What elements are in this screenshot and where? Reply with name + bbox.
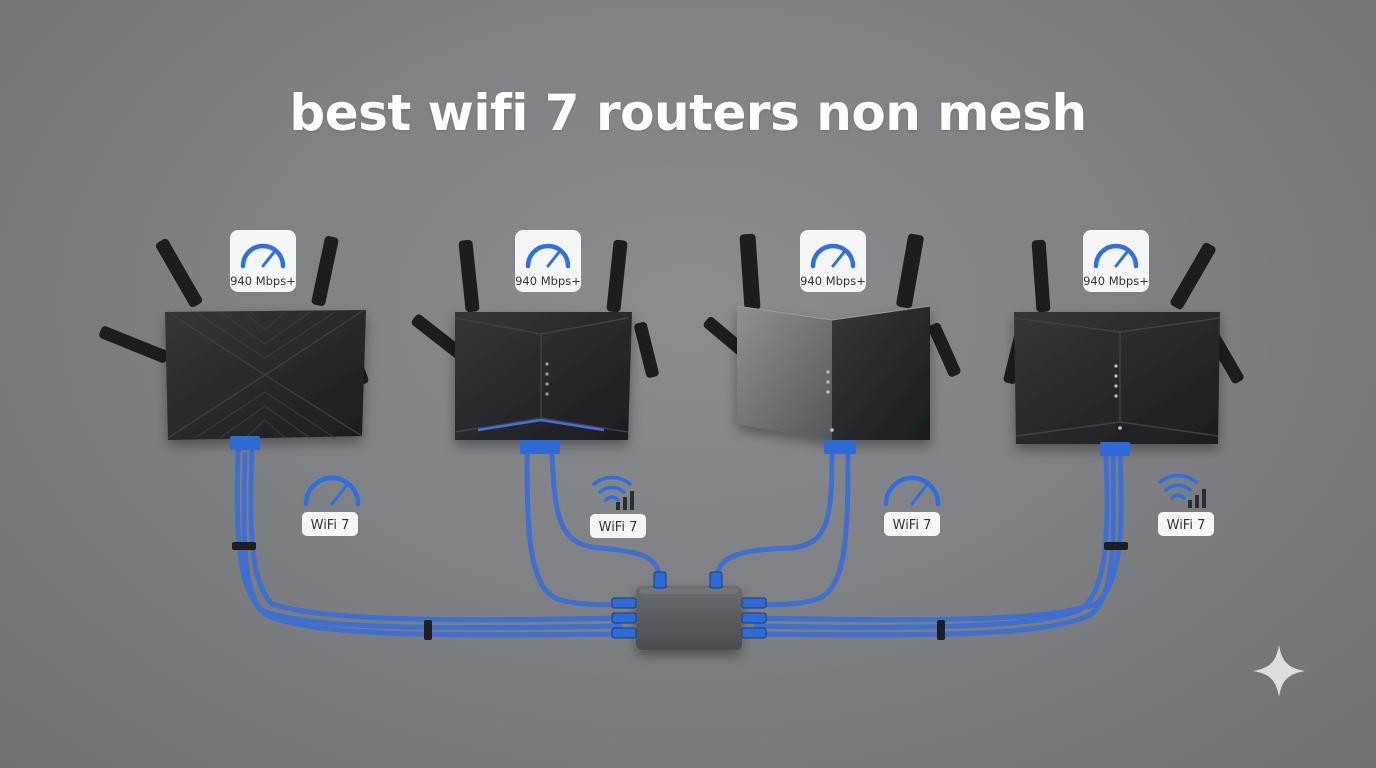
status-leds — [826, 370, 834, 432]
rj45-plug — [611, 627, 637, 639]
sparkle-icon — [1253, 645, 1305, 697]
feature-label: WiFi 7 — [599, 520, 638, 535]
speedometer-icon — [883, 475, 941, 507]
ethernet-cables — [234, 447, 1124, 638]
rj45-plug — [741, 597, 767, 609]
feature-label: WiFi 7 — [311, 518, 350, 533]
feature-badge-2: WiFi 7 — [590, 475, 646, 538]
rj45-plug — [611, 612, 637, 624]
feature-badge-1: WiFi 7 — [302, 475, 361, 536]
speed-badge-4: 940 Mbps+ — [1083, 230, 1149, 292]
rj45-plug — [741, 627, 767, 639]
cable-router-3-b — [753, 449, 851, 608]
wifi-signal-icon — [1158, 473, 1198, 500]
feature-label: WiFi 7 — [893, 518, 932, 533]
speedometer-icon — [240, 243, 286, 269]
router-3 — [703, 233, 961, 454]
antennas — [411, 239, 659, 378]
cable-tie — [937, 620, 945, 640]
page-title: best wifi 7 routers non mesh — [289, 84, 1087, 142]
speed-label: 940 Mbps+ — [515, 274, 581, 288]
cable-tie — [232, 542, 256, 550]
speed-badge-3: 940 Mbps+ — [800, 230, 866, 292]
cable-tie — [1104, 542, 1128, 550]
switch-ports — [611, 571, 767, 639]
feature-badge-3: WiFi 7 — [883, 475, 941, 536]
cable-router-1-b — [248, 447, 623, 623]
cable-ties — [232, 542, 1128, 640]
cable-router-2-b — [549, 452, 663, 583]
speed-label: 940 Mbps+ — [800, 274, 866, 288]
feature-badge-4: WiFi 7 — [1158, 473, 1214, 536]
cable-router-1-c — [241, 452, 623, 638]
cable-router-4-c — [753, 452, 1116, 638]
cable-router-4-b — [753, 449, 1124, 623]
router-4 — [1003, 239, 1244, 456]
feature-label: WiFi 7 — [1167, 518, 1206, 533]
wifi-signal-icon — [592, 475, 632, 502]
rj45-plug — [741, 612, 767, 624]
router-2 — [411, 239, 659, 454]
speed-badge-1: 940 Mbps+ — [230, 230, 296, 292]
cable-router-2-a — [524, 452, 623, 608]
rj45-plug — [611, 597, 637, 609]
speed-label: 940 Mbps+ — [1083, 274, 1149, 288]
speedometer-icon — [303, 475, 361, 507]
router-1-pattern — [167, 309, 365, 439]
rj45-plug — [653, 571, 667, 589]
speedometer-icon — [810, 243, 856, 269]
speedometer-icon — [1093, 243, 1139, 269]
network-switch — [636, 586, 742, 650]
cable-router-4-a — [753, 449, 1110, 630]
speed-label: 940 Mbps+ — [230, 274, 296, 288]
speed-badge-2: 940 Mbps+ — [515, 230, 581, 292]
status-leds — [545, 362, 549, 396]
status-leds — [1114, 364, 1122, 430]
rj45-plug — [709, 571, 723, 589]
cable-tie — [424, 620, 432, 640]
router-1 — [99, 236, 369, 450]
cable-router-3-a — [713, 449, 835, 583]
antennas — [703, 233, 961, 377]
speedometer-icon — [525, 243, 571, 269]
cable-router-1-a — [234, 447, 623, 631]
